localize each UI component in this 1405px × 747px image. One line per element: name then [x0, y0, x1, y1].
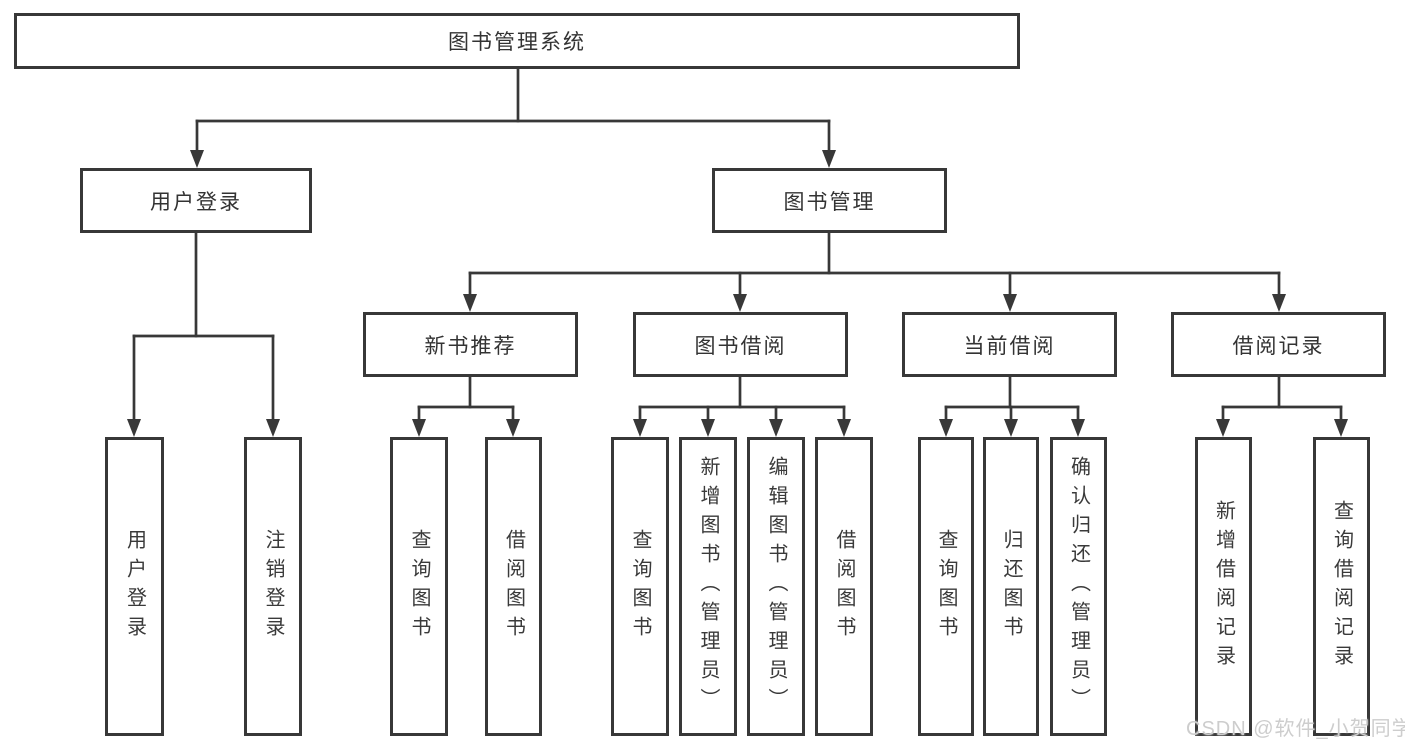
leaf-borrow-query-label: 查询图书	[629, 528, 651, 645]
leaf-newbook-query: 查询图书	[390, 437, 448, 736]
leaf-newbook-borrow-label: 借阅图书	[502, 528, 525, 645]
leaf-user-login-label: 用户登录	[123, 528, 146, 645]
leaf-record-query: 查询借阅记录	[1313, 437, 1370, 736]
connector-user-login-children	[127, 231, 280, 437]
leaf-current-return: 归还图书	[983, 437, 1039, 736]
connector-borrow-record-children	[1216, 375, 1348, 437]
leaf-current-confirm-admin-label: 确认归还（管理员）	[1067, 456, 1090, 717]
node-current-borrow: 当前借阅	[902, 312, 1117, 377]
leaf-current-query-label: 查询图书	[935, 528, 957, 645]
node-borrow-record-label: 借阅记录	[1232, 334, 1325, 358]
connector-current-borrow-children	[939, 375, 1085, 437]
node-current-borrow-label: 当前借阅	[963, 334, 1056, 358]
connector-book-borrow-children	[633, 375, 851, 437]
leaf-record-add-label: 新增借阅记录	[1212, 499, 1235, 674]
leaf-borrow-query: 查询图书	[611, 437, 669, 736]
node-user-login: 用户登录	[80, 168, 312, 233]
csdn-watermark: CSDN @软件_小贺同学	[1186, 718, 1405, 740]
node-book-mgmt-label: 图书管理	[783, 190, 876, 214]
node-user-login-label: 用户登录	[150, 190, 242, 214]
leaf-borrow-borrow-label: 借阅图书	[833, 528, 855, 645]
node-borrow-record: 借阅记录	[1171, 312, 1386, 377]
leaf-logout-login: 注销登录	[244, 437, 302, 736]
leaf-borrow-add-admin-label: 新增图书（管理员）	[697, 456, 719, 717]
leaf-borrow-edit-admin-label: 编辑图书（管理员）	[765, 456, 787, 717]
connector-root-to-level1	[190, 67, 836, 168]
leaf-user-login: 用户登录	[105, 437, 164, 736]
leaf-record-query-label: 查询借阅记录	[1330, 499, 1353, 674]
leaf-borrow-add-admin: 新增图书（管理员）	[679, 437, 737, 736]
leaf-newbook-borrow: 借阅图书	[485, 437, 542, 736]
connector-new-book-children	[412, 375, 520, 437]
node-root-label: 图书管理系统	[448, 31, 586, 54]
leaf-current-query: 查询图书	[918, 437, 974, 736]
node-book-mgmt: 图书管理	[712, 168, 947, 233]
node-book-borrow: 图书借阅	[633, 312, 848, 377]
leaf-newbook-query-label: 查询图书	[408, 528, 430, 645]
node-root: 图书管理系统	[14, 13, 1020, 69]
connector-book-mgmt-children	[463, 231, 1286, 312]
leaf-current-confirm-admin: 确认归还（管理员）	[1050, 437, 1107, 736]
node-new-book-rec-label: 新书推荐	[424, 334, 517, 358]
leaf-record-add: 新增借阅记录	[1195, 437, 1252, 736]
node-book-borrow-label: 图书借阅	[694, 334, 787, 358]
leaf-borrow-borrow: 借阅图书	[815, 437, 873, 736]
leaf-logout-login-label: 注销登录	[262, 528, 284, 645]
node-new-book-rec: 新书推荐	[363, 312, 578, 377]
leaf-borrow-edit-admin: 编辑图书（管理员）	[747, 437, 805, 736]
leaf-current-return-label: 归还图书	[1000, 528, 1022, 645]
